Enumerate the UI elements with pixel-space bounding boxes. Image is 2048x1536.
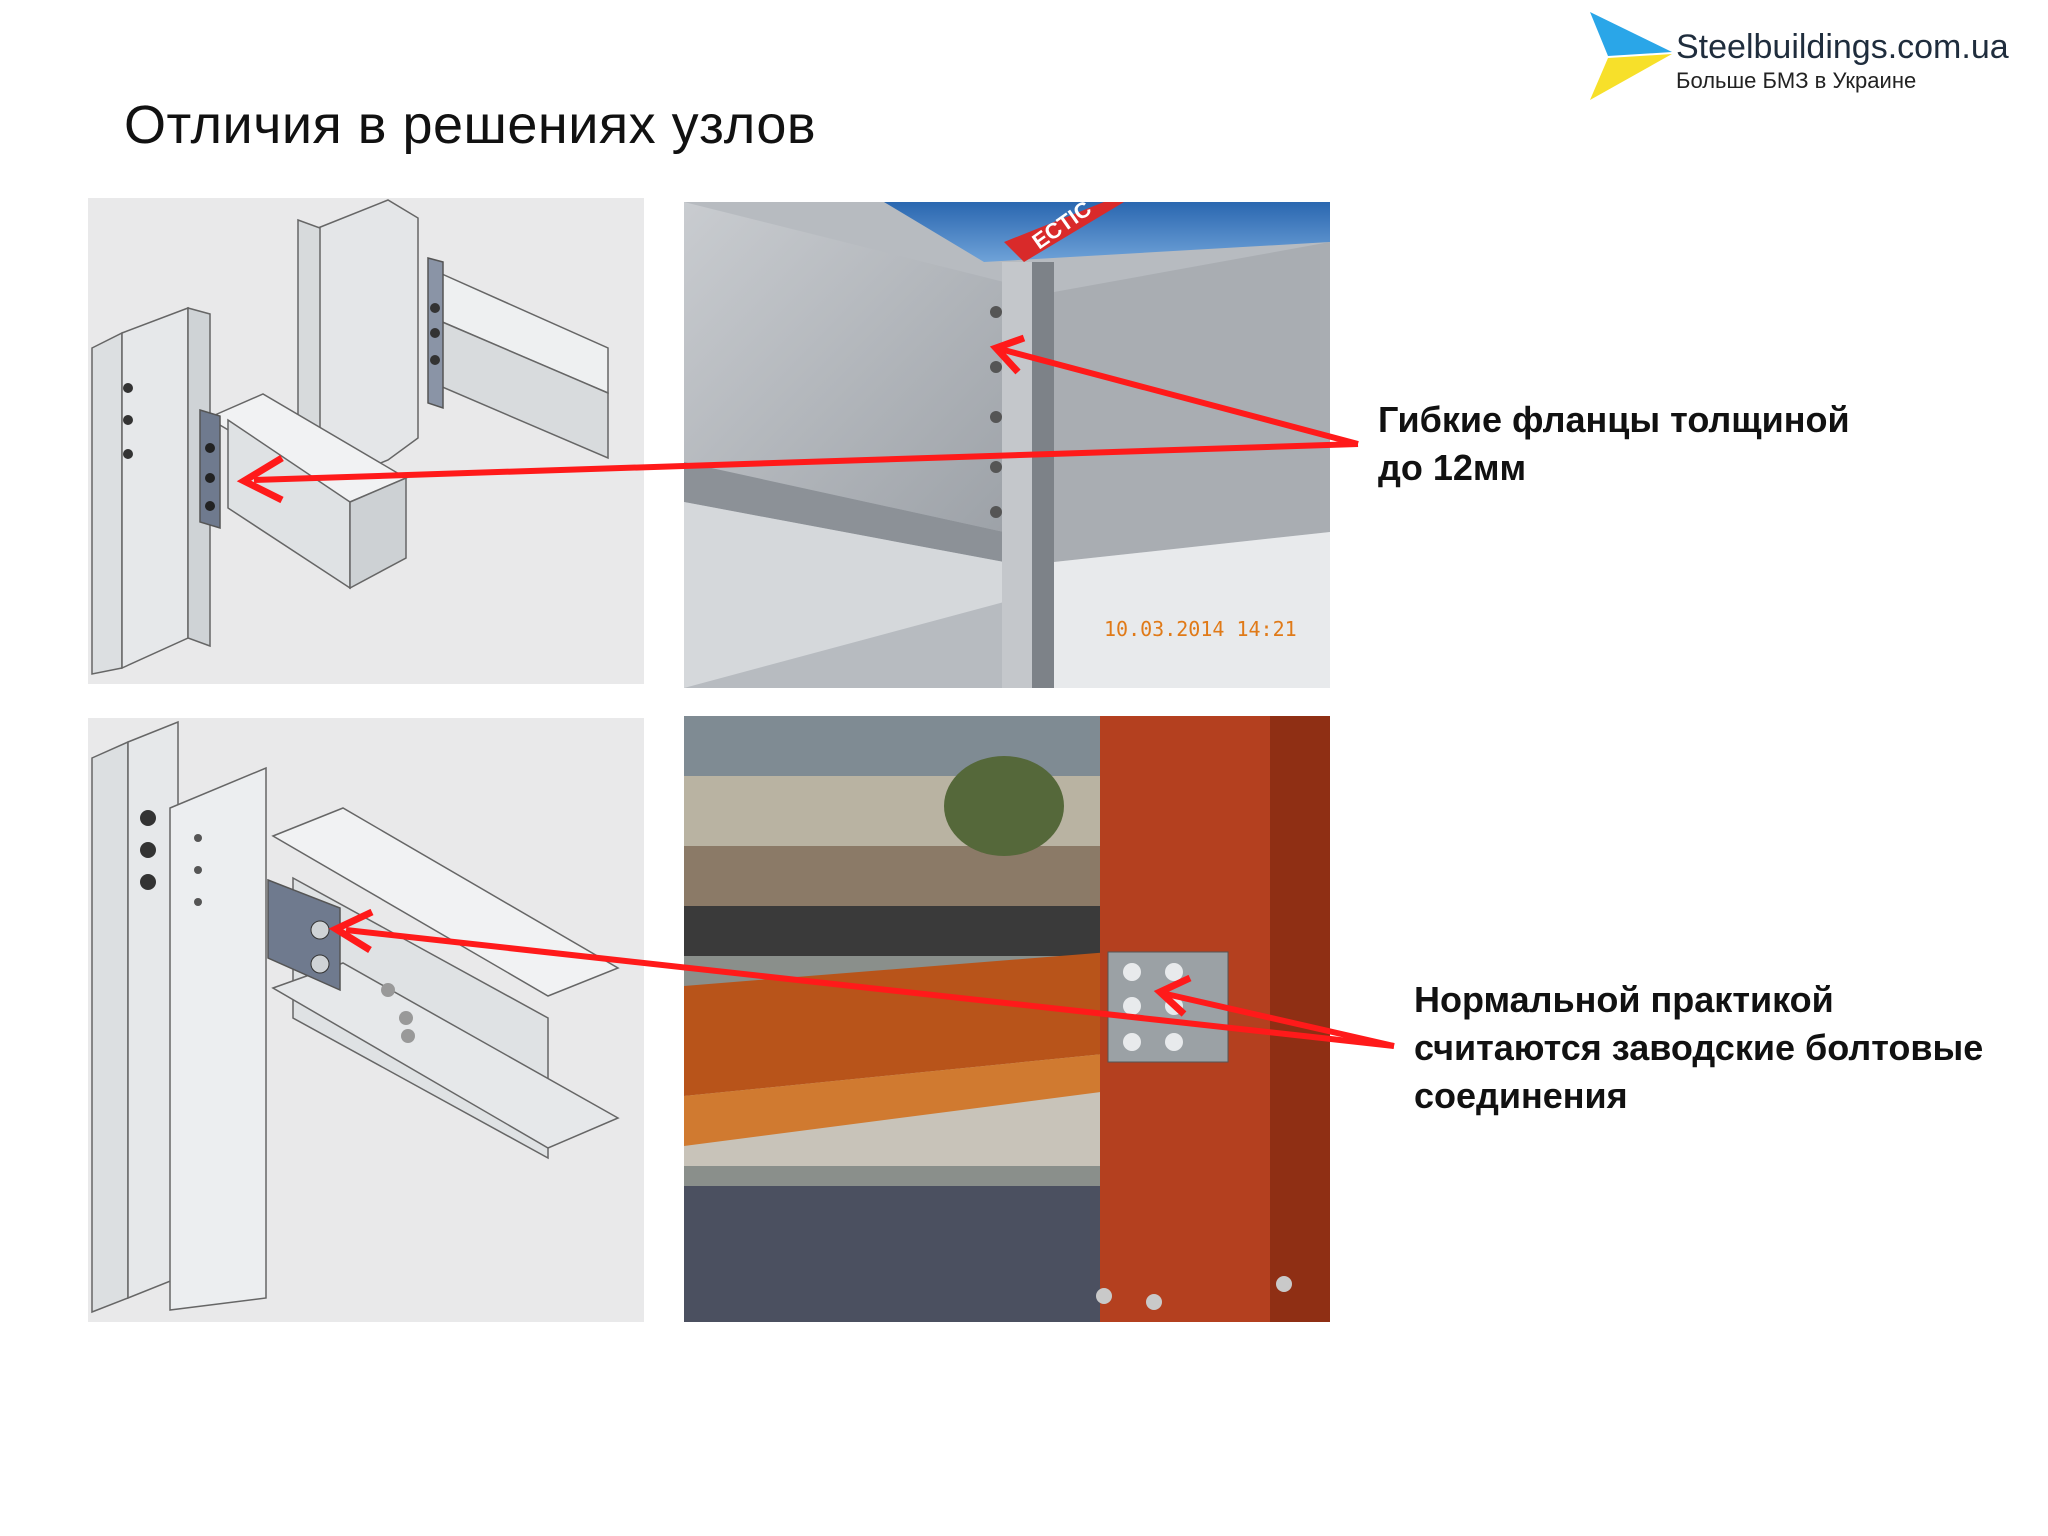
note-factory-bolts-line-3: соединения — [1414, 1075, 1628, 1116]
note-flexible-flanges-line-1: Гибкие фланцы толщиной — [1378, 399, 1850, 440]
logo-arrow-icon — [1590, 12, 1672, 100]
note-factory-bolts-line-1: Нормальной практикой — [1414, 979, 1834, 1020]
photo-timestamp: 10.03.2014 14:21 — [1104, 617, 1297, 641]
note-factory-bolts-line-2: считаются заводские болтовые — [1414, 1027, 1984, 1068]
steelbuildings-logo: Steelbuildings.com.ua Больше БМЗ в Украи… — [1588, 12, 2028, 102]
logo-tagline: Больше БМЗ в Украине — [1676, 68, 1917, 93]
logo-name: Steelbuildings.com.ua — [1676, 28, 2009, 66]
note-flexible-flanges-line-2: до 12мм — [1378, 447, 1527, 488]
note-flexible-flanges: Гибкие фланцы толщиной до 12мм — [1378, 396, 1850, 492]
photo-factory-bolted-joint — [684, 716, 1330, 1322]
slide-title: Отличия в решениях узлов — [124, 95, 817, 155]
drawing-factory-bolted — [88, 718, 644, 1322]
note-factory-bolts: Нормальной практикой считаются заводские… — [1414, 976, 1983, 1120]
drawing-flexible-end-plate — [88, 198, 644, 684]
photo-end-plate-frame: ECTIC 10.03.2014 14:21 — [684, 202, 1330, 688]
